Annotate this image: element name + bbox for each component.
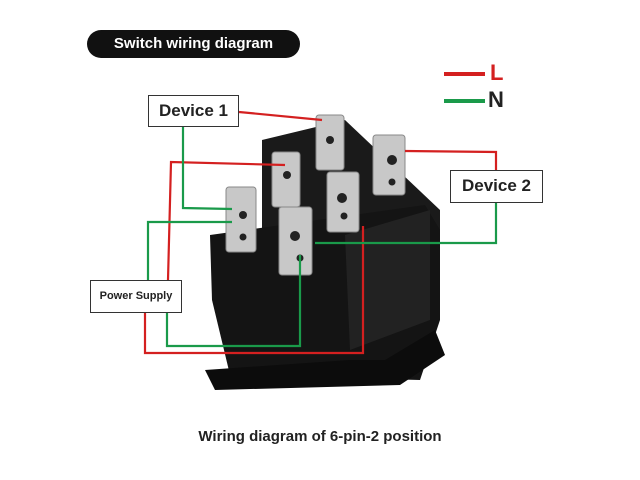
live-wire [143, 226, 365, 355]
neutral-wire [315, 203, 498, 245]
legend-neutral-label: N [488, 87, 504, 112]
live-wire [404, 149, 498, 170]
pin [271, 151, 301, 208]
pin [225, 186, 257, 253]
device2-label: Device 2 [450, 170, 543, 203]
diagram-title: Switch wiring diagram [87, 30, 300, 58]
caption: Wiring diagram of 6-pin-2 position [198, 428, 442, 445]
neutral-wire [181, 127, 233, 211]
neutral-wire [146, 220, 232, 280]
live-wire [238, 110, 323, 122]
live-wire [166, 160, 286, 281]
pin [372, 134, 406, 196]
neutral-wire [165, 255, 302, 348]
device1-label: Device 1 [148, 95, 239, 127]
switch-flange [205, 330, 445, 390]
legend-live-label: L [490, 60, 504, 85]
pin [278, 206, 313, 276]
power-supply-label: Power Supply [90, 280, 182, 313]
switch-side-face [345, 210, 430, 350]
